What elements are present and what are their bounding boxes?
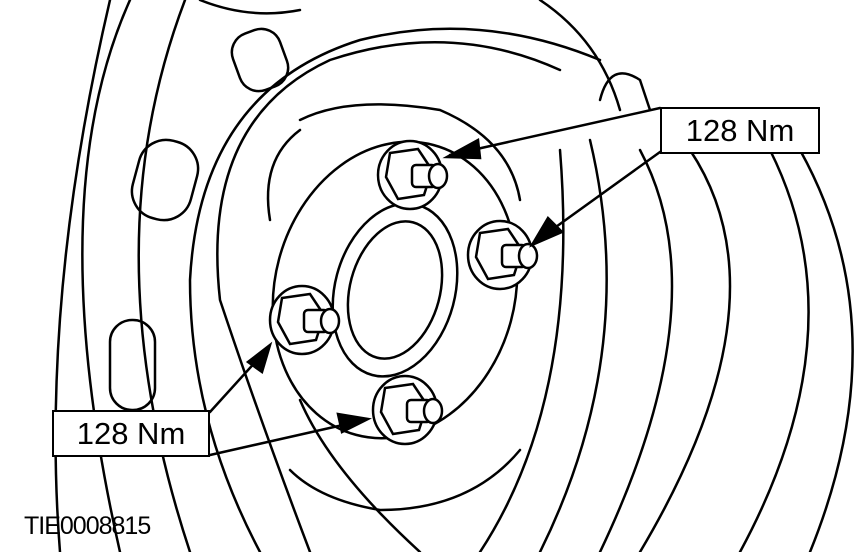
arrowhead [442,138,482,160]
wheel-nuts [268,139,539,446]
torque-callout-bottom: 128 Nm [52,410,210,457]
arrowhead [245,341,273,375]
wheel-nut [268,284,341,356]
wheel-rim-arcs [54,0,854,552]
figure-reference: TIE0008815 [24,512,151,540]
leader-arrows [208,106,662,457]
torque-callout-top: 128 Nm [660,107,820,154]
wheel-nut [376,139,449,211]
wheel-nut [466,219,539,291]
wheel-nut [371,374,444,446]
arrowhead [336,412,372,434]
arrowhead [528,215,565,248]
